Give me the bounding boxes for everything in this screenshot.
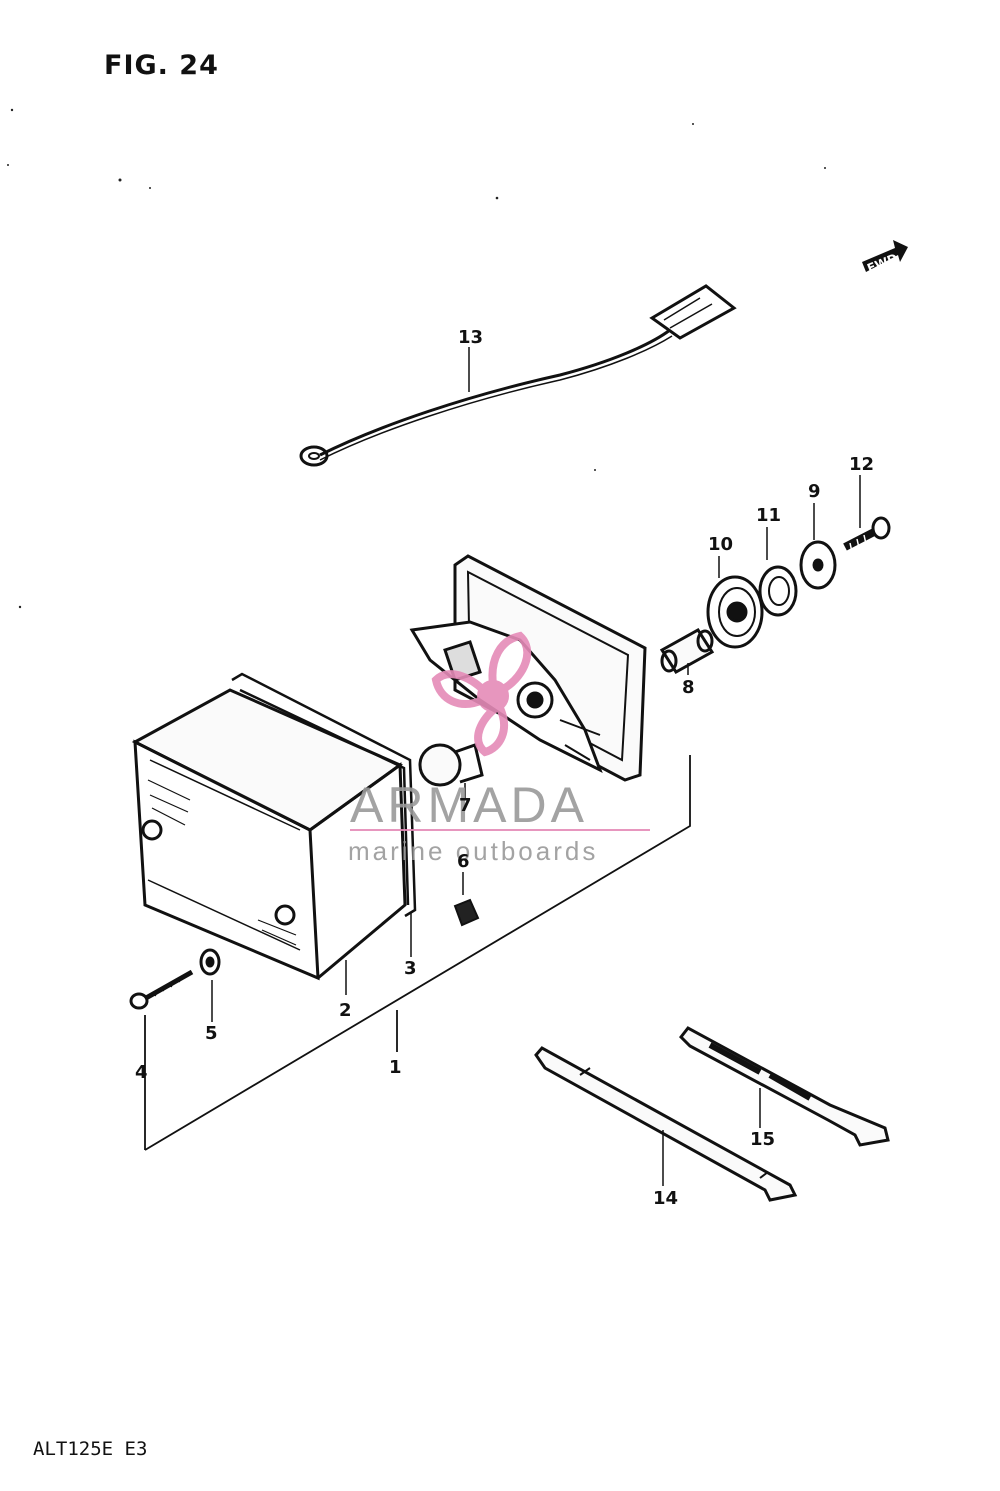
bolt-drawing	[843, 516, 891, 553]
callout-8: 8	[682, 677, 695, 698]
callout-labels: 1 2 3 4 5 6 7 8 9 10 11 12 13 14 15	[135, 327, 874, 1209]
collar-drawing	[659, 628, 715, 674]
assembly-bracket-lines	[144, 755, 691, 1151]
forward-arrow-icon: FWD	[862, 240, 908, 276]
short-strap-drawing	[679, 1026, 890, 1147]
ring-drawing	[758, 565, 798, 617]
callout-3: 3	[404, 958, 417, 979]
callout-11: 11	[756, 505, 781, 526]
callout-14: 14	[653, 1188, 678, 1209]
armada-watermark: ARMADA marine outboards	[348, 631, 650, 866]
callout-2: 2	[339, 1000, 352, 1021]
washer-drawing	[199, 948, 221, 976]
grommet-drawing	[706, 575, 764, 649]
model-code: ALT125E E3	[33, 1438, 148, 1460]
callout-15: 15	[750, 1129, 775, 1150]
callout-9: 9	[808, 481, 821, 502]
callout-12: 12	[849, 454, 874, 475]
callout-5: 5	[205, 1023, 218, 1044]
bulb-drawing	[418, 743, 484, 787]
scan-specks	[7, 108, 826, 609]
propeller-logo-icon	[431, 631, 532, 757]
plain-washer-drawing	[799, 540, 837, 590]
callout-1: 1	[389, 1057, 402, 1078]
tail-light-lens-drawing	[131, 688, 407, 981]
callout-13: 13	[458, 327, 483, 348]
callout-6: 6	[457, 851, 470, 872]
callout-10: 10	[708, 534, 733, 555]
cap-drawing	[453, 898, 480, 927]
watermark-brand: ARMADA	[350, 777, 588, 833]
long-strap-drawing	[534, 1046, 798, 1202]
figure-title: FIG. 24	[104, 50, 219, 81]
screw-drawing	[129, 969, 194, 1010]
wire-harness-drawing	[299, 284, 737, 467]
callout-7: 7	[459, 795, 472, 816]
callout-4: 4	[135, 1062, 148, 1083]
watermark-tagline: marine outboards	[348, 836, 598, 866]
